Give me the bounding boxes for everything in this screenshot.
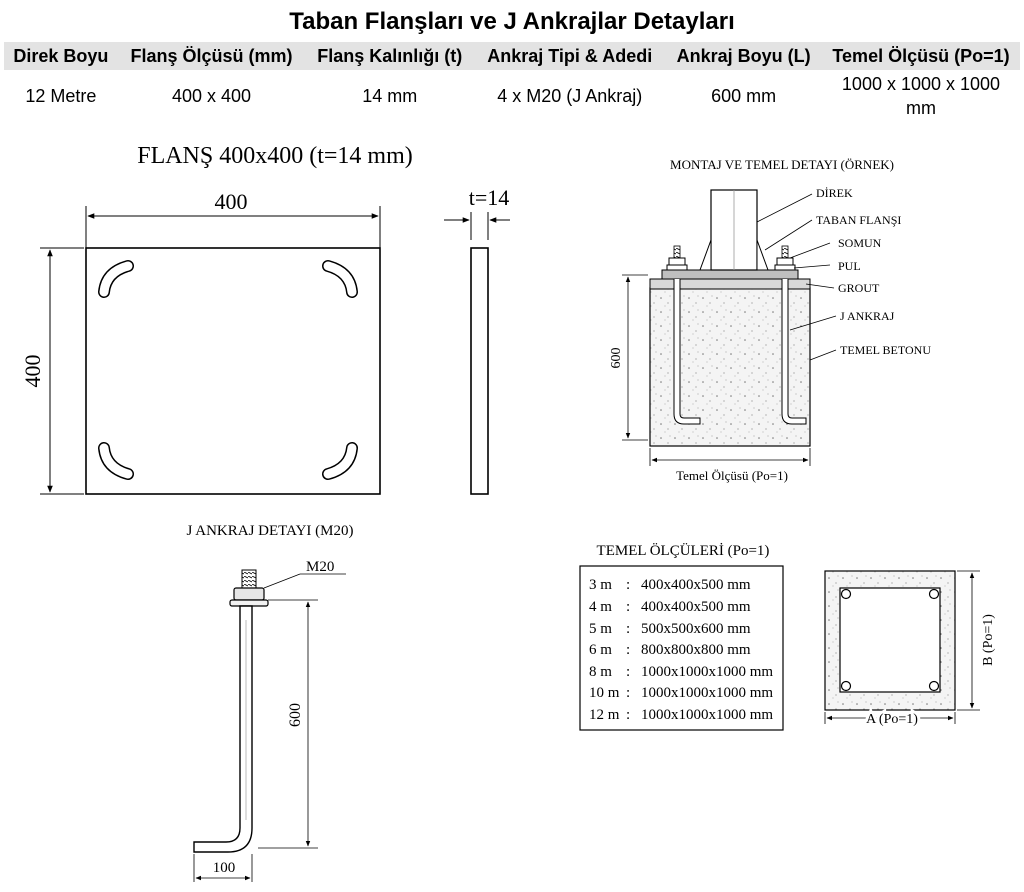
- label-base-flange: TABAN FLANŞI: [816, 213, 901, 227]
- label-concrete: TEMEL BETONU: [840, 343, 931, 357]
- foundation-table-title: TEMEL ÖLÇÜLERİ (Po=1): [597, 542, 770, 559]
- cell-anchor-length: 600 mm: [711, 86, 777, 106]
- foundation-row-sep: :: [626, 621, 630, 637]
- foundation-row-size: 1000x1000x1000 mm: [641, 664, 773, 680]
- cell-foundation-size: 1000 x 1000 x 1000 mm: [841, 74, 1001, 118]
- spec-data-row: 12 Metre 400 x 400 14 mm 4 x M20 (J Ankr…: [4, 70, 1020, 122]
- flange-width-label: 400: [215, 189, 248, 214]
- foundation-row-sep: :: [626, 599, 630, 615]
- anchor-thread-label: M20: [306, 559, 334, 575]
- anchor-washer: [229, 599, 269, 607]
- foundation-row-pole: 3 m: [589, 577, 612, 593]
- col-header-anchor-length: Ankraj Boyu (L): [665, 42, 822, 70]
- col-header-pole-length: Direk Boyu: [4, 42, 118, 70]
- col-header-flange-thickness: Flanş Kalınlığı (t): [305, 42, 475, 70]
- anchor-nut: [233, 587, 265, 601]
- assembly-right-anchor: [781, 279, 807, 425]
- flange-title: FLANŞ 400x400 (t=14 mm): [137, 143, 413, 169]
- col-header-foundation-size: Temel Ölçüsü (Po=1): [822, 42, 1020, 70]
- label-j-anchor: J ANKRAJ: [840, 309, 895, 323]
- flange-height-label: 400: [20, 355, 45, 388]
- foundation-plan-view: A (Po=1) B (Po=1): [824, 570, 996, 730]
- assembly-depth-label: 600: [609, 348, 624, 369]
- foundation-table-box: [579, 565, 784, 731]
- cell-flange-thickness: 14 mm: [362, 86, 418, 106]
- anchor-length-label: 600: [287, 703, 304, 727]
- anchor-hook-label: 100: [213, 860, 236, 876]
- foundation-row-pole: 8 m: [589, 664, 612, 680]
- foundation-row-size: 400x400x500 mm: [641, 577, 751, 593]
- assembly-foundation-label: Temel Ölçüsü (Po=1): [676, 468, 788, 483]
- foundation-row-pole: 12 m: [589, 707, 620, 723]
- foundation-row-size: 1000x1000x1000 mm: [641, 707, 773, 723]
- cell-anchor-type: 4 x M20 (J Ankraj): [497, 86, 643, 106]
- foundation-row-pole: 4 m: [589, 599, 612, 615]
- plan-anchor-hole: [928, 588, 940, 600]
- flange-plate: [85, 247, 381, 495]
- plan-anchor-hole: [928, 680, 940, 692]
- assembly-left-anchor: [673, 279, 701, 425]
- cell-pole-length: 12 Metre: [25, 86, 97, 106]
- cell-flange-size: 400 x 400: [171, 86, 252, 106]
- plan-anchor-hole: [840, 588, 852, 600]
- plan-anchor-hole: [840, 680, 852, 692]
- foundation-row-pole: 5 m: [589, 621, 612, 637]
- label-washer: PUL: [838, 259, 861, 273]
- spec-table: Direk Boyu Flanş Ölçüsü (mm) Flanş Kalın…: [4, 42, 1020, 122]
- assembly-base-flange: [661, 269, 799, 280]
- label-pole: DİREK: [816, 186, 853, 200]
- label-nut: SOMUN: [838, 236, 882, 250]
- assembly-detail: MONTAJ VE TEMEL DETAYI (ÖRNEK) 600 Te: [609, 157, 931, 483]
- flange-thickness-label: t=14: [469, 185, 510, 210]
- plan-a-label: A (Po=1): [866, 712, 918, 727]
- foundation-row-sep: :: [626, 685, 630, 701]
- foundation-row-pole: 10 m: [589, 685, 620, 701]
- page-title: Taban Flanşları ve J Ankrajlar Detayları: [289, 8, 735, 35]
- foundation-row-sep: :: [626, 642, 630, 658]
- col-header-anchor-type: Ankraj Tipi & Adedi: [474, 42, 666, 70]
- foundation-row-sep: :: [626, 664, 630, 680]
- plan-flange: [839, 587, 941, 693]
- foundation-row-sep: :: [626, 707, 630, 723]
- flange-view: FLANŞ 400x400 (t=14 mm) 400 400 t=14: [20, 143, 510, 495]
- foundation-row-size: 800x800x800 mm: [641, 642, 751, 658]
- assembly-title: MONTAJ VE TEMEL DETAYI (ÖRNEK): [670, 157, 894, 172]
- foundation-row-size: 400x400x500 mm: [641, 599, 751, 615]
- label-grout: GROUT: [838, 281, 880, 295]
- plan-b-label: B (Po=1): [981, 614, 996, 666]
- foundation-row-size: 500x500x600 mm: [641, 621, 751, 637]
- col-header-flange-size: Flanş Ölçüsü (mm): [117, 42, 306, 70]
- spec-header-row: Direk Boyu Flanş Ölçüsü (mm) Flanş Kalın…: [4, 42, 1020, 70]
- foundation-table: TEMEL ÖLÇÜLERİ (Po=1) 3 m : 400x400x500 …: [579, 542, 784, 731]
- anchor-detail: J ANKRAJ DETAYI (M20) M20 600 100: [187, 523, 354, 882]
- anchor-shaft: [193, 605, 253, 853]
- flange-side-view: [470, 247, 489, 495]
- foundation-row-pole: 6 m: [589, 642, 612, 658]
- foundation-row-sep: :: [626, 577, 630, 593]
- foundation-row-size: 1000x1000x1000 mm: [641, 685, 773, 701]
- anchor-detail-title: J ANKRAJ DETAYI (M20): [187, 523, 354, 539]
